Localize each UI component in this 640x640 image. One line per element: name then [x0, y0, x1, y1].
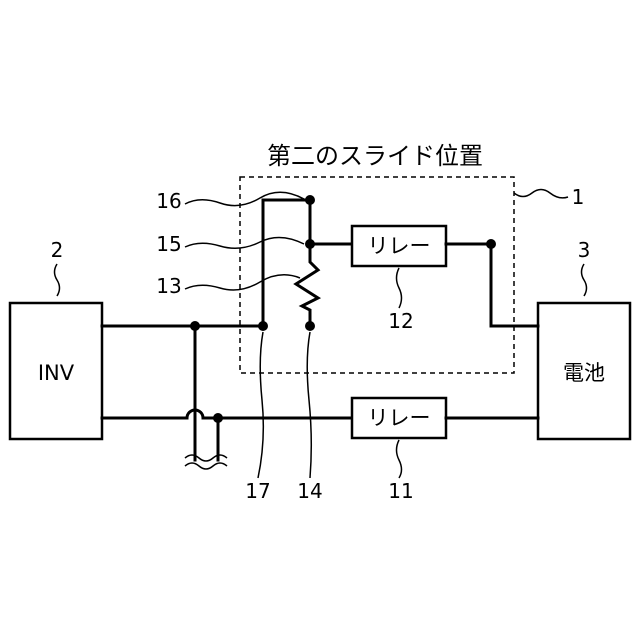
leader-13 [185, 275, 300, 290]
junction-dot [486, 239, 496, 249]
inverter-label: INV [38, 361, 75, 385]
leader-17 [258, 332, 263, 478]
ref-label-16: 16 [156, 189, 181, 213]
ref-label-14: 14 [297, 479, 322, 503]
ref-label-13: 13 [156, 274, 181, 298]
leader-15 [185, 237, 304, 248]
ref-label-inverter: 2 [51, 238, 64, 262]
leader-relay-11 [397, 440, 402, 478]
diagram-title: 第二のスライド位置 [267, 142, 483, 170]
node-14-dot [305, 321, 315, 331]
ref-label-15: 15 [156, 232, 181, 256]
lower-main-wire [102, 410, 352, 418]
node-15-dot [305, 239, 315, 249]
break-mark-2 [185, 463, 227, 469]
resistor-13 [296, 244, 318, 326]
leader-unit [514, 190, 568, 198]
junction-dot [190, 321, 200, 331]
relay-12-label: リレー [368, 234, 431, 258]
leader-14 [307, 332, 311, 478]
junction-dot [213, 413, 223, 423]
ref-label-relay-12: 12 [388, 309, 413, 333]
break-mark-1 [185, 455, 227, 461]
leader-inverter [55, 264, 60, 296]
leader-relay-12 [397, 268, 402, 308]
relay-11-label: リレー [368, 406, 431, 430]
battery-label: 電池 [563, 361, 605, 385]
leader-battery [582, 264, 587, 296]
ref-label-relay-11: 11 [388, 479, 413, 503]
ref-label-unit: 1 [572, 185, 585, 209]
node-16-dot [305, 195, 315, 205]
ref-label-battery: 3 [578, 238, 591, 262]
node-17-dot [258, 321, 268, 331]
ref-label-17: 17 [245, 479, 270, 503]
wire-relay12-battery [446, 244, 538, 326]
